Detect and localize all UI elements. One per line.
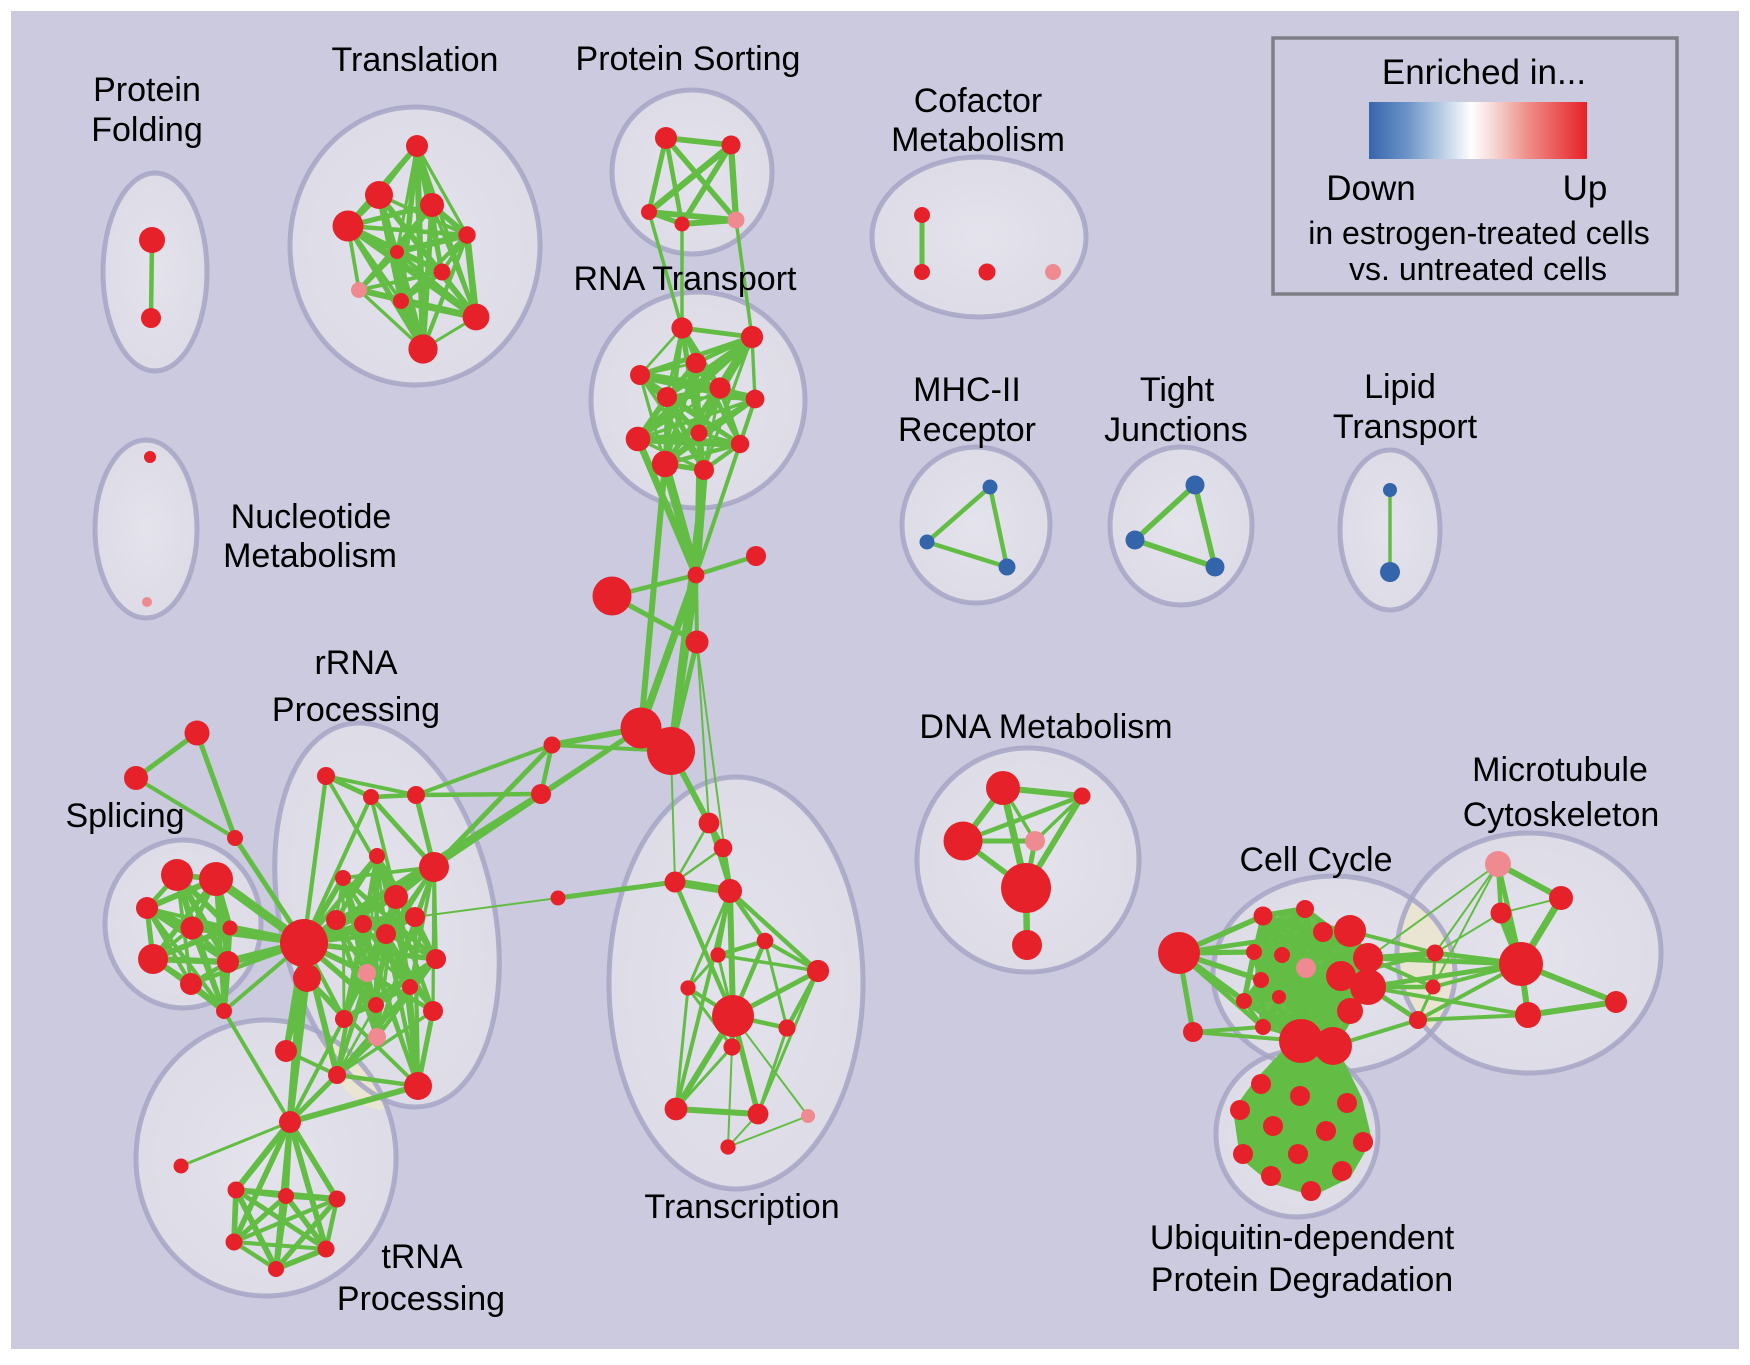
svg-text:Cytoskeleton: Cytoskeleton	[1463, 796, 1660, 834]
svg-text:Splicing: Splicing	[65, 797, 184, 835]
svg-text:Processing: Processing	[272, 691, 440, 729]
svg-text:in estrogen-treated cells: in estrogen-treated cells	[1308, 215, 1650, 251]
svg-text:Nucleotide: Nucleotide	[231, 498, 392, 536]
svg-text:Folding: Folding	[91, 111, 203, 149]
svg-text:Microtubule: Microtubule	[1472, 751, 1648, 789]
svg-text:Up: Up	[1563, 169, 1608, 208]
svg-text:Protein Sorting: Protein Sorting	[576, 40, 801, 78]
svg-text:Cofactor: Cofactor	[914, 82, 1043, 120]
svg-text:rRNA: rRNA	[314, 644, 397, 682]
svg-text:Cell Cycle: Cell Cycle	[1239, 841, 1392, 879]
svg-text:DNA Metabolism: DNA Metabolism	[919, 708, 1172, 746]
svg-text:Protein: Protein	[93, 71, 201, 109]
svg-text:Lipid: Lipid	[1364, 368, 1436, 406]
svg-text:Processing: Processing	[337, 1280, 505, 1318]
svg-text:Metabolism: Metabolism	[223, 537, 397, 575]
svg-text:Translation: Translation	[332, 41, 499, 79]
svg-text:Tight: Tight	[1140, 371, 1215, 409]
svg-text:Down: Down	[1326, 169, 1415, 208]
svg-text:Junctions: Junctions	[1104, 411, 1248, 449]
svg-text:Transport: Transport	[1333, 408, 1478, 446]
svg-text:MHC-II: MHC-II	[913, 371, 1021, 409]
svg-text:vs. untreated cells: vs. untreated cells	[1349, 251, 1607, 287]
svg-text:Metabolism: Metabolism	[891, 121, 1065, 159]
svg-text:Ubiquitin-dependent: Ubiquitin-dependent	[1150, 1219, 1455, 1257]
svg-text:RNA Transport: RNA Transport	[574, 260, 798, 298]
svg-text:tRNA: tRNA	[381, 1238, 463, 1276]
svg-text:Enriched in...: Enriched in...	[1382, 53, 1586, 92]
svg-text:Receptor: Receptor	[898, 411, 1036, 449]
svg-text:Protein Degradation: Protein Degradation	[1151, 1261, 1453, 1299]
svg-text:Transcription: Transcription	[644, 1188, 839, 1226]
